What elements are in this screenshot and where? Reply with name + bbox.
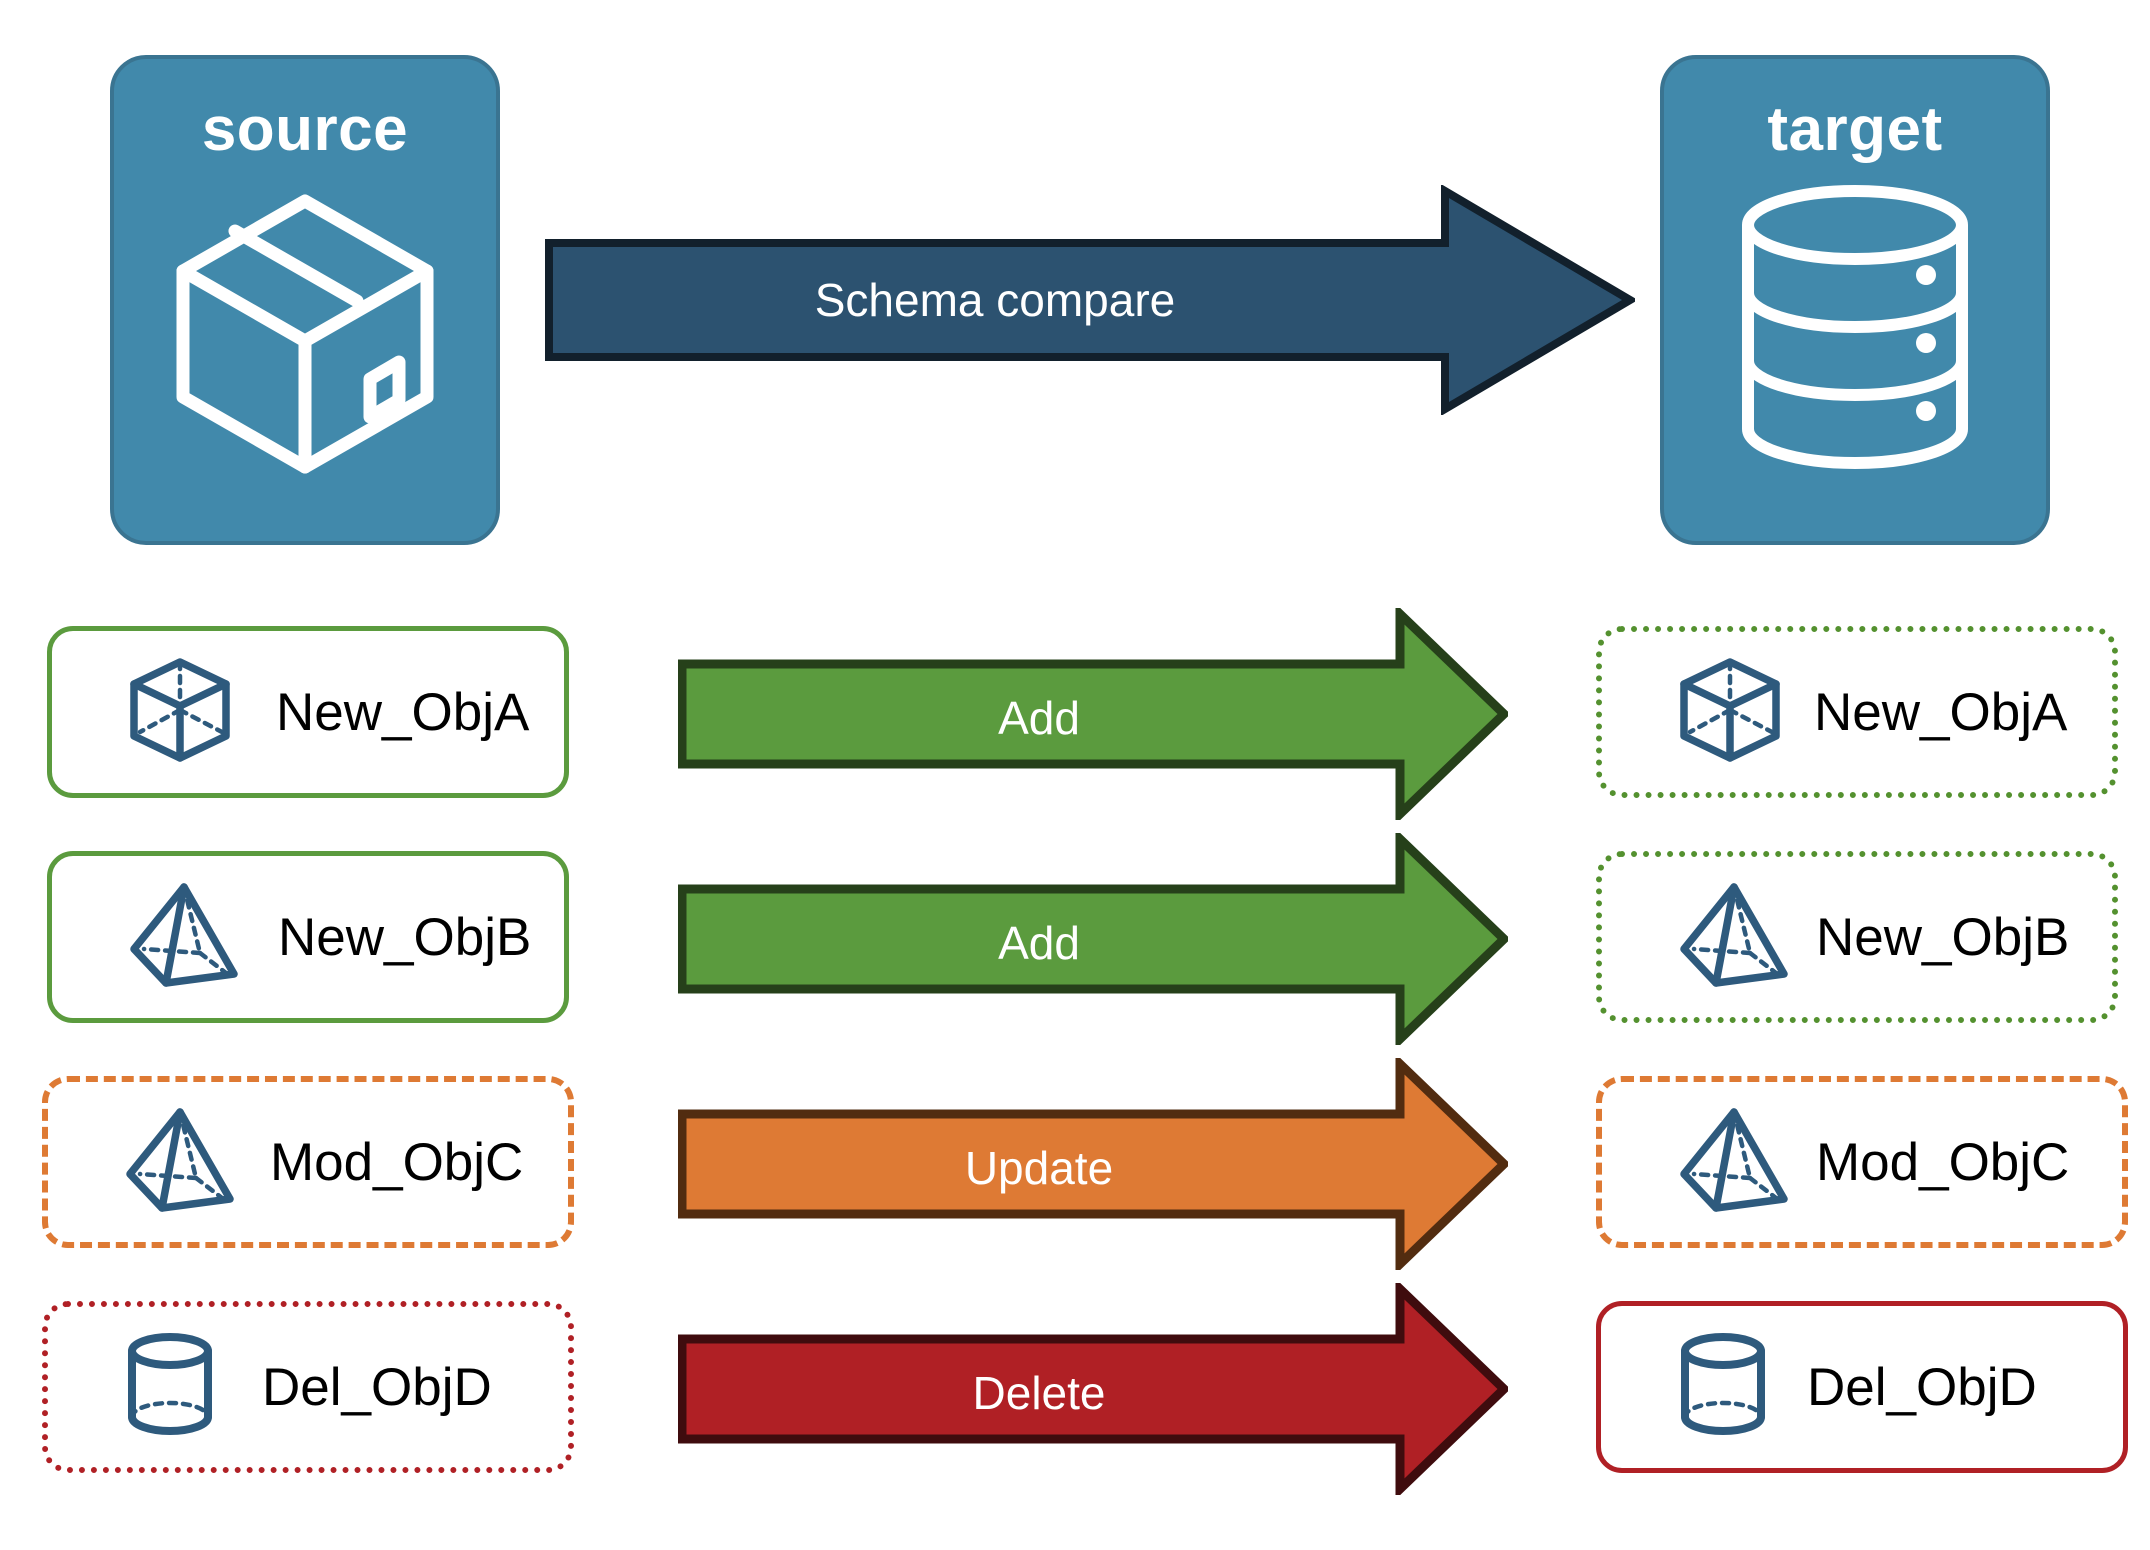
update-action-arrow-label: Update [964,1142,1114,1194]
source-object-label: New_ObjA [276,682,530,742]
target-object-card[interactable]: New_ObjB [1596,851,2118,1023]
cylinder-wireframe-icon [122,1329,218,1446]
source-panel[interactable]: source [110,55,500,545]
target-object-card[interactable]: New_ObjA [1596,626,2118,798]
update-action-arrow[interactable]: Update [677,1053,1511,1275]
target-panel-title: target [1767,95,1943,164]
source-object-label: Del_ObjD [262,1357,492,1417]
add-action-arrow[interactable]: Add [677,828,1511,1050]
target-object-label: Mod_ObjC [1816,1132,2070,1192]
source-object-label: Mod_ObjC [270,1132,524,1192]
source-object-label: New_ObjB [278,907,532,967]
target-object-card[interactable]: Mod_ObjC [1596,1076,2128,1248]
cube-wireframe-icon [126,654,234,771]
target-panel[interactable]: target [1660,55,2050,545]
cylinder-wireframe-icon [1675,1329,1771,1446]
delete-action-arrow-label: Delete [972,1367,1106,1419]
source-object-card[interactable]: Mod_ObjC [42,1076,574,1248]
target-object-label: New_ObjB [1816,907,2070,967]
pyramid-wireframe-icon [122,1104,238,1221]
database-cylinder-icon [1730,179,1980,484]
source-object-card[interactable]: New_ObjB [47,851,569,1023]
delete-action-arrow[interactable]: Delete [677,1278,1511,1500]
add-action-arrow[interactable]: Add [677,603,1511,825]
cube-wireframe-icon [1676,654,1784,771]
source-object-card[interactable]: New_ObjA [47,626,569,798]
source-object-card[interactable]: Del_ObjD [42,1301,574,1473]
target-object-card[interactable]: Del_ObjD [1596,1301,2128,1473]
pyramid-wireframe-icon [126,879,242,996]
pyramid-wireframe-icon [1676,1104,1792,1221]
source-panel-title: source [201,95,409,164]
add-action-arrow-label: Add [998,692,1080,744]
pyramid-wireframe-icon [1676,879,1792,996]
schema-compare-arrow[interactable]: Schema compare [545,184,1638,416]
target-object-label: New_ObjA [1814,682,2068,742]
package-box-icon [165,179,445,484]
target-object-label: Del_ObjD [1807,1357,2037,1417]
schema-compare-arrow-label: Schema compare [814,274,1176,326]
add-action-arrow-label: Add [998,917,1080,969]
